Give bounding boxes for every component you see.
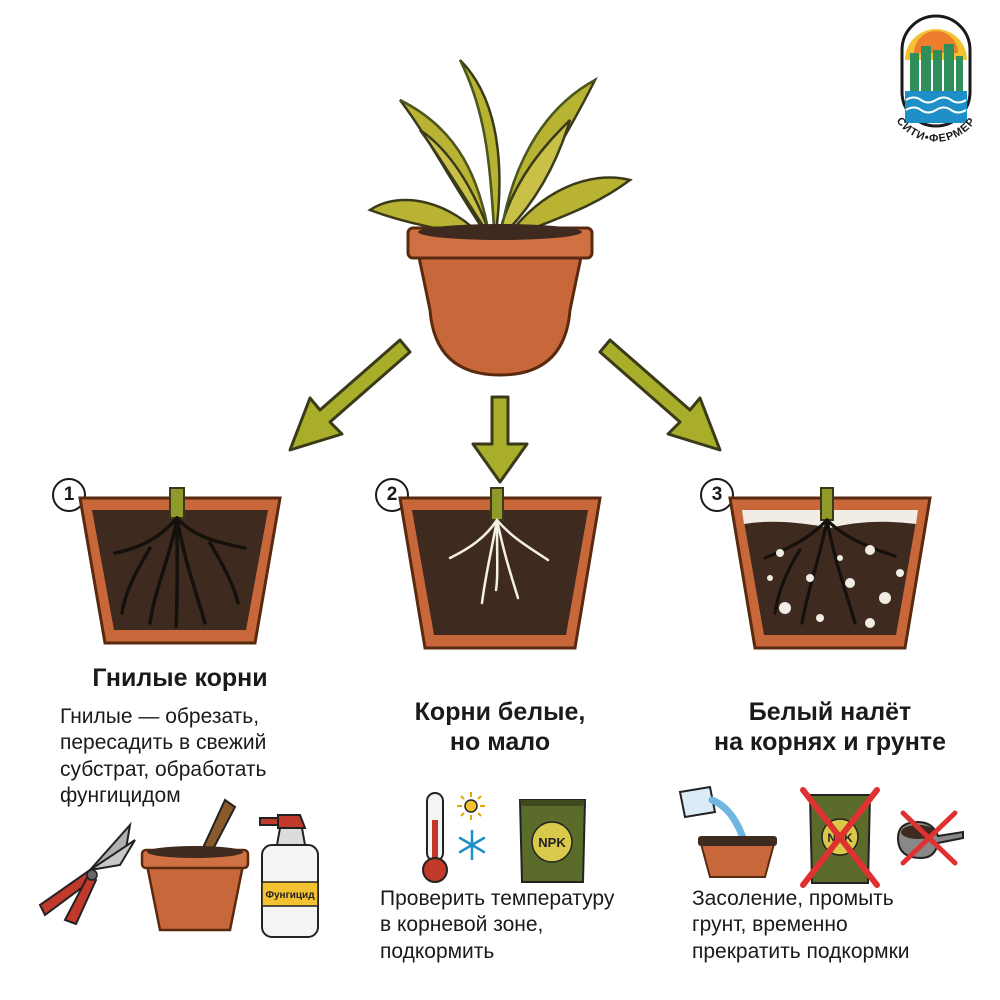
sun-icon	[457, 792, 485, 820]
thermometer-icon	[422, 792, 448, 883]
crossed-npk-bag-icon: NPK	[800, 787, 880, 888]
crossed-scoop-icon	[896, 810, 964, 866]
watering-pot-icon	[678, 785, 777, 878]
case-3-description: Засоление, промыть грунт, временно прекр…	[692, 887, 910, 963]
npk-label: NPK	[538, 835, 566, 850]
case-2-title: Корни белые, но мало	[414, 698, 586, 756]
snowflake-icon	[458, 829, 486, 861]
case-3-number-badge: 3	[700, 478, 734, 512]
citifarmer-logo: СИТИ•ФЕРМЕР	[894, 14, 977, 145]
fungicide-spray-icon: Фунгицид	[259, 814, 319, 938]
pruning-shears-icon	[38, 821, 136, 926]
case-3-title: Белый налёт на корнях и грунте	[713, 698, 947, 756]
arrow-to-case-2	[471, 395, 529, 484]
npk-fertilizer-bag-icon: NPK	[518, 799, 587, 883]
case-2-number-badge: 2	[375, 478, 409, 512]
fungicide-label: Фунгицид	[265, 890, 315, 901]
case-1-title: Гнилые корни	[92, 664, 268, 692]
arrow-to-case-1	[288, 338, 412, 452]
case-2-description: Проверить температуру в корневой зоне, п…	[380, 887, 615, 963]
arrow-to-case-3	[598, 338, 722, 452]
pot-with-trowel-icon	[140, 798, 250, 932]
white-roots-pot	[398, 487, 602, 650]
rotten-roots-pot	[78, 487, 282, 645]
salt-crust-roots-pot	[728, 487, 932, 650]
wilting-plant-illustration	[367, 59, 633, 377]
case-1-description: Гнилые — обрезать, пересадить в свежий с…	[60, 705, 267, 807]
